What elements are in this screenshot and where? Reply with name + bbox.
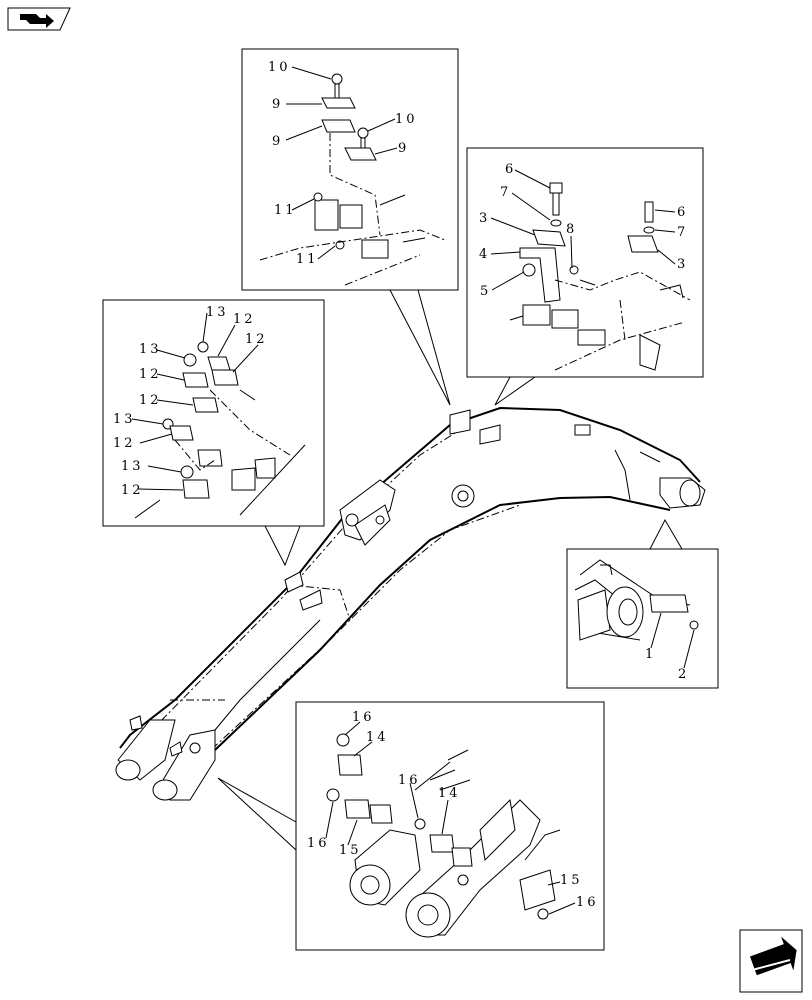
callout-12: 12 — [233, 312, 256, 327]
callout-10: 10 — [395, 112, 418, 127]
detail-panel-right: 1 2 — [566, 518, 719, 689]
callout-13: 13 — [206, 305, 229, 320]
callout-9: 9 — [272, 97, 283, 112]
callout-16: 16 — [398, 773, 421, 788]
callout-12: 12 — [139, 393, 162, 408]
next-page-arrow-icon[interactable] — [739, 929, 803, 993]
callout-5: 5 — [480, 284, 491, 299]
callout-3: 3 — [677, 257, 688, 272]
callout-1: 1 — [645, 647, 656, 662]
callout-9: 9 — [272, 134, 283, 149]
callout-12: 12 — [139, 367, 162, 382]
callout-13: 13 — [113, 412, 136, 427]
callout-15: 15 — [560, 873, 583, 888]
bolt — [549, 182, 563, 227]
callout-14: 14 — [366, 730, 389, 745]
callout-6: 6 — [505, 162, 516, 177]
callout-10: 10 — [268, 60, 291, 75]
detail-panel-left: 13 12 12 13 12 12 13 12 13 12 — [102, 299, 325, 567]
callout-16: 16 — [307, 836, 330, 851]
callout-16: 16 — [352, 710, 375, 725]
callout-11: 11 — [296, 252, 319, 267]
callout-13: 13 — [121, 459, 144, 474]
callout-11: 11 — [274, 203, 297, 218]
book-arrow-icon[interactable] — [7, 7, 71, 31]
callout-12: 12 — [245, 332, 268, 347]
callout-6: 6 — [677, 205, 688, 220]
callout-12: 12 — [121, 483, 144, 498]
callout-4: 4 — [479, 247, 490, 262]
callout-12: 12 — [113, 436, 136, 451]
detail-panel-top-center: 10 9 9 10 9 11 11 — [241, 48, 459, 406]
callout-8: 8 — [566, 222, 577, 237]
callout-13: 13 — [139, 342, 162, 357]
bolt — [643, 201, 655, 234]
bolt — [331, 73, 343, 99]
detail-panel-top-right: 6 7 3 4 5 8 6 7 3 — [466, 147, 704, 406]
callout-9: 9 — [398, 141, 409, 156]
callout-2: 2 — [678, 667, 689, 682]
bolt — [357, 127, 369, 151]
callout-3: 3 — [479, 211, 490, 226]
callout-7: 7 — [677, 225, 688, 240]
callout-16: 16 — [576, 895, 599, 910]
callout-14: 14 — [438, 786, 461, 801]
callout-15: 15 — [339, 843, 362, 858]
boom-assembly — [115, 406, 706, 801]
callout-7: 7 — [500, 185, 511, 200]
detail-panel-bottom: 16 14 16 15 16 14 15 16 — [217, 701, 605, 951]
